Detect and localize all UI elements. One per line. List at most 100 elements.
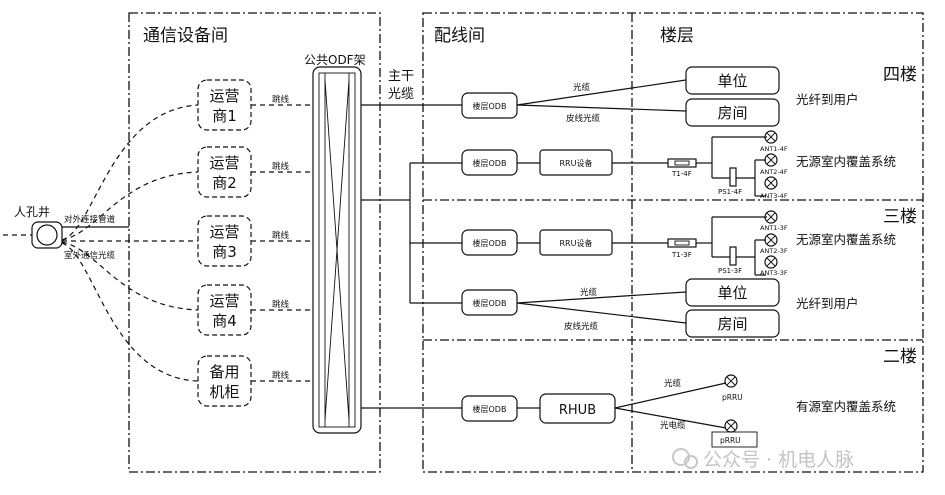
operator-1: 运营 商1 <box>197 79 252 131</box>
operator-3-line2: 商3 <box>212 243 237 261</box>
operator-4-line1: 运营 <box>209 292 239 310</box>
odb-f2-label: 楼层ODB <box>473 404 507 414</box>
f4-fiber-to-user: 光缆 皮线光缆 单位 房间 光纤到用户 <box>516 66 859 127</box>
f4-ant2-label: ANT2-4F <box>760 168 788 176</box>
cable-label: 室外通信光缆 <box>64 250 116 261</box>
f4-ant3-cross <box>766 178 776 188</box>
jumper-label-4: 跳线 <box>272 299 290 310</box>
f3-ant1-label: ANT1-3F <box>760 224 788 232</box>
f3-fiber-to-user-note: 光纤到用户 <box>796 296 859 311</box>
trunk-label-line1: 主干 <box>388 69 414 84</box>
floor-odbs: 楼层ODB 楼层ODB 楼层ODB 楼层ODB 楼层ODB <box>461 92 518 422</box>
watermark-text: 公众号 · 机电人脉 <box>703 449 854 471</box>
spare-cabinet-line2: 机柜 <box>209 383 239 401</box>
trunk-label-line2: 光缆 <box>388 86 414 102</box>
f3-ps-label: PS1-3F <box>718 267 742 275</box>
floor-3-label: 三楼 <box>883 207 917 227</box>
f2-opto-label: 光电缆 <box>660 420 686 431</box>
odf-inner <box>318 72 356 428</box>
operator-1-line2: 商1 <box>212 107 237 125</box>
prru-2-label: pRRU <box>720 436 741 445</box>
prru-2-box <box>711 431 758 448</box>
f4-unit-box <box>685 66 780 95</box>
f3-tap-box <box>667 238 697 248</box>
distribution-room-title: 配线间 <box>434 26 485 46</box>
section-frames <box>128 12 924 473</box>
f3-fiber-label: 光缆 <box>580 287 598 298</box>
f3-passive-note: 无源室内覆盖系统 <box>796 232 896 247</box>
f2-fiber-line <box>614 382 727 409</box>
f4-tap-box <box>667 158 697 168</box>
f4-fiber-line <box>516 79 687 106</box>
jumper-label-1: 跳线 <box>272 94 290 105</box>
fanout-to-op4 <box>61 241 199 311</box>
trunk-cables <box>361 104 462 409</box>
prru-1-cross <box>726 376 736 386</box>
operator-3-line1: 运营 <box>209 223 239 241</box>
spare-cabinet: 备用 机柜 <box>197 355 252 407</box>
operator-2-line2: 商2 <box>212 174 237 192</box>
f4-passive-das: RRU设备 T1-4F PS1-4F ANT1-4F ANT2-4F ANT3-… <box>517 130 896 200</box>
operator-2-line1: 运营 <box>209 154 239 172</box>
jumper-label-3: 跳线 <box>272 230 290 241</box>
f4-ps-label: PS1-4F <box>718 188 742 196</box>
f4-passive-note: 无源室内覆盖系统 <box>796 154 896 169</box>
f3-tap-inner <box>674 240 690 246</box>
prru-1-label: pRRU <box>722 393 743 402</box>
f4-ant2-icon <box>764 153 778 167</box>
wechat-icon-bubble <box>684 455 698 469</box>
f4-fiber-label: 光缆 <box>573 82 591 93</box>
f3-room-label: 房间 <box>717 315 747 333</box>
fanout-cables <box>61 104 199 382</box>
f3-tap-label: T1-3F <box>671 251 692 259</box>
f3-ant1-cross <box>766 212 776 222</box>
f4-ant2-cross <box>766 155 776 165</box>
fanout-to-op1 <box>61 104 199 241</box>
f2-active-note: 有源室内覆盖系统 <box>796 399 896 414</box>
f3-drop-label: 皮线光缆 <box>564 321 599 332</box>
f3-ps-box <box>729 246 737 266</box>
odf-rack: 公共ODF架 <box>304 53 366 434</box>
f2-fiber-label: 光缆 <box>664 378 682 389</box>
f3-ant3-cross <box>766 257 776 267</box>
f4-ps-box <box>729 167 737 187</box>
watermark: 公众号 · 机电人脉 <box>672 448 854 471</box>
f4-room-box <box>685 98 780 127</box>
manhole-label: 人孔井 <box>14 205 50 219</box>
f3-unit-box <box>685 278 780 307</box>
odb-f4-b-label: 楼层ODB <box>473 158 507 168</box>
f4-ant1-label: ANT1-4F <box>760 145 788 153</box>
f3-fiber-to-user: 光缆 皮线光缆 单位 房间 光纤到用户 <box>516 278 859 338</box>
f3-ant2-cross <box>766 235 776 245</box>
f4-ant3-label: ANT3-4F <box>760 192 788 200</box>
spare-cabinet-line1: 备用 <box>209 363 239 381</box>
f4-rru-label: RRU设备 <box>560 158 593 168</box>
f3-passive-das: RRU设备 T1-3F PS1-3F ANT1-3F ANT2-3F ANT3-… <box>517 210 896 277</box>
odb-f4-a-label: 楼层ODB <box>473 101 507 111</box>
f3-rru-label: RRU设备 <box>560 238 593 248</box>
floor-2-label: 二楼 <box>883 347 917 367</box>
operator-2: 运营 商2 <box>197 146 252 198</box>
odf-cross-2 <box>324 79 350 421</box>
f4-ant3-icon <box>764 176 778 190</box>
manhole: 人孔井 对外连接管道 室外通信光缆 <box>3 205 129 261</box>
f4-drop-line <box>516 104 687 112</box>
pipe-label: 对外连接管道 <box>64 214 116 225</box>
f4-unit-label: 单位 <box>717 72 747 90</box>
f3-ant2-label: ANT2-3F <box>760 247 788 255</box>
f4-ant1-icon <box>764 130 778 144</box>
f4-fiber-to-user-note: 光纤到用户 <box>796 92 859 107</box>
f3-ant2-icon <box>764 233 778 247</box>
operator-4-line2: 商4 <box>212 312 237 330</box>
f3-drop-line <box>516 302 687 324</box>
jumper-label-5: 跳线 <box>272 370 290 381</box>
f3-unit-label: 单位 <box>717 284 747 302</box>
f3-room-box <box>685 309 780 338</box>
f3-fiber-line <box>516 291 687 304</box>
manhole-icon <box>36 224 58 246</box>
operator-3: 运营 商3 <box>197 215 252 267</box>
odb-f3-b-label: 楼层ODB <box>473 298 507 308</box>
operators: 运营 商1 运营 商2 运营 商3 运营 商4 备用 机柜 <box>197 79 252 407</box>
f4-tap-label: T1-4F <box>671 170 692 178</box>
